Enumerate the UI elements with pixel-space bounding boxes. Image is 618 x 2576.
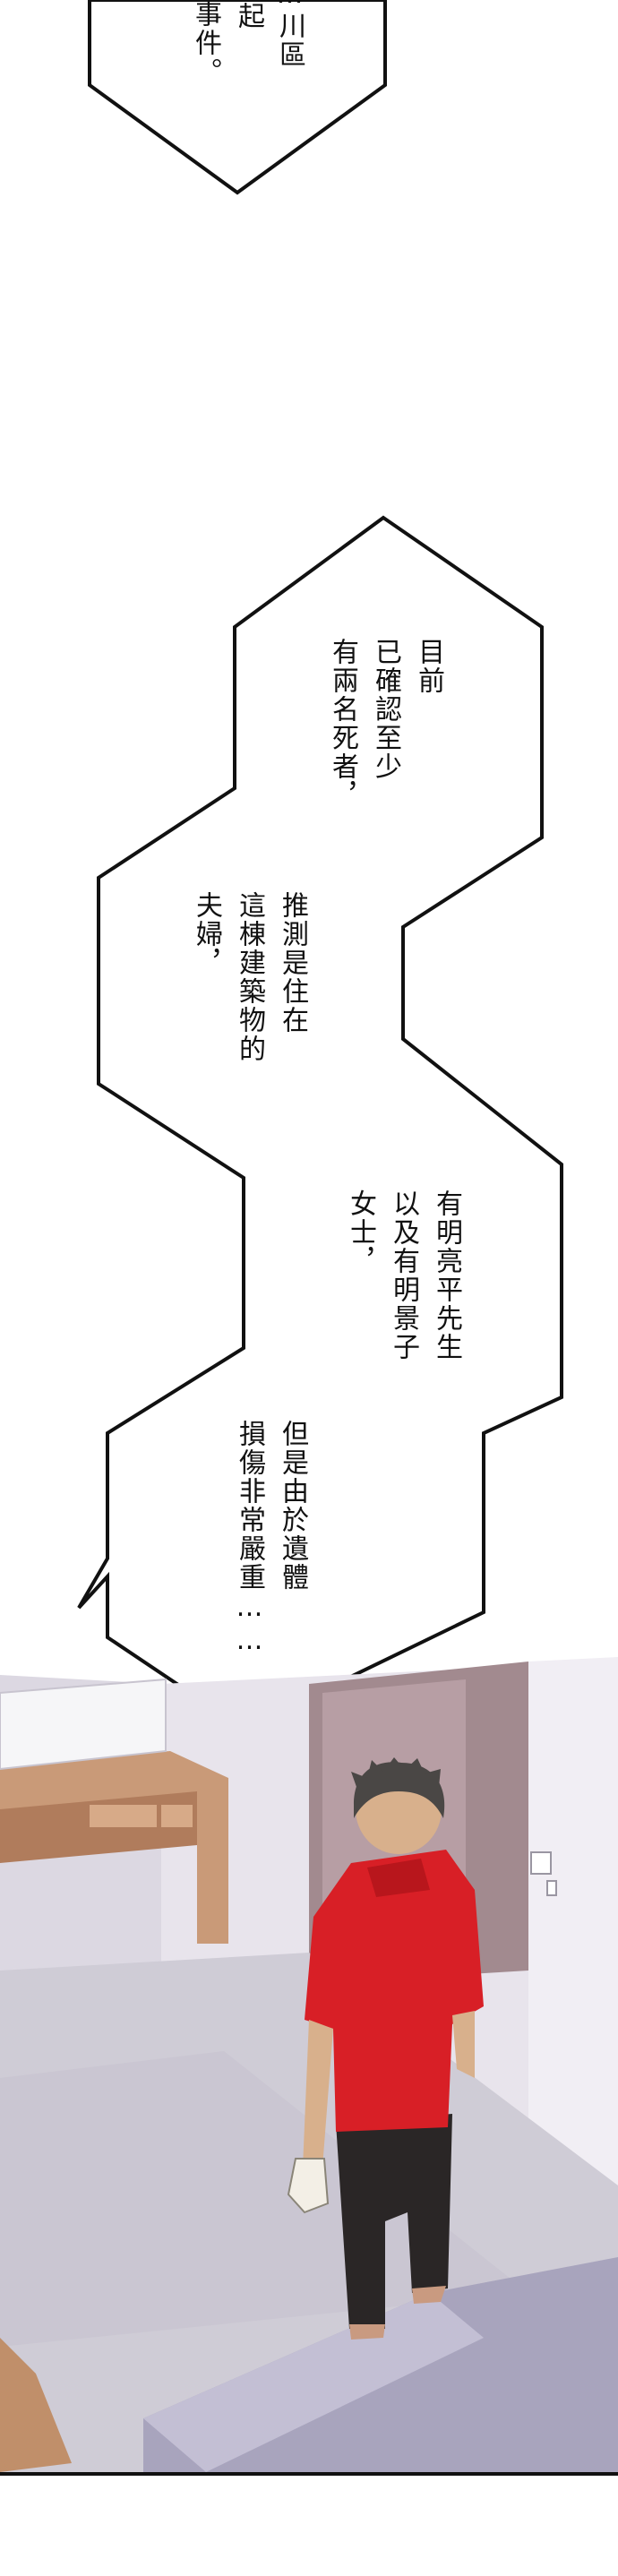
bubble-third-line-1: 有明亮平先生 — [431, 1189, 462, 1361]
man-character — [287, 1757, 484, 2340]
bubble-second-line-2: 這棟建築物的 — [234, 891, 265, 1063]
bubble-first-line-3: 有兩名死者， — [327, 638, 358, 810]
bubble-second-line-1: 推測是住在 — [277, 891, 308, 1035]
bubble-fourth-line-2: 損傷非常嚴重…… — [234, 1420, 265, 1658]
bubble-top-line-2: 起 — [233, 2, 264, 30]
bubble-fourth-line-1: 但是由於遺體 — [277, 1420, 308, 1592]
bubble-third-line-2: 以及有明景子 — [388, 1189, 419, 1361]
speech-bubble-main — [77, 515, 563, 1731]
bubble-first-line-2: 已確認至少 — [370, 638, 401, 781]
bubble-third-line-3: 女士， — [345, 1189, 376, 1275]
bubble-top-line-3: 事件。 — [190, 0, 221, 86]
panel-bottom-border — [0, 2472, 618, 2476]
light-switch-icon — [530, 1851, 552, 1875]
bubble-first-line-1: 目前 — [413, 638, 444, 695]
room-illustration — [0, 1657, 618, 2472]
speech-bubble-top — [88, 0, 387, 195]
bubble-top-line-1: …川區 — [274, 0, 305, 69]
bubble-second-line-3: 夫婦， — [191, 891, 222, 977]
